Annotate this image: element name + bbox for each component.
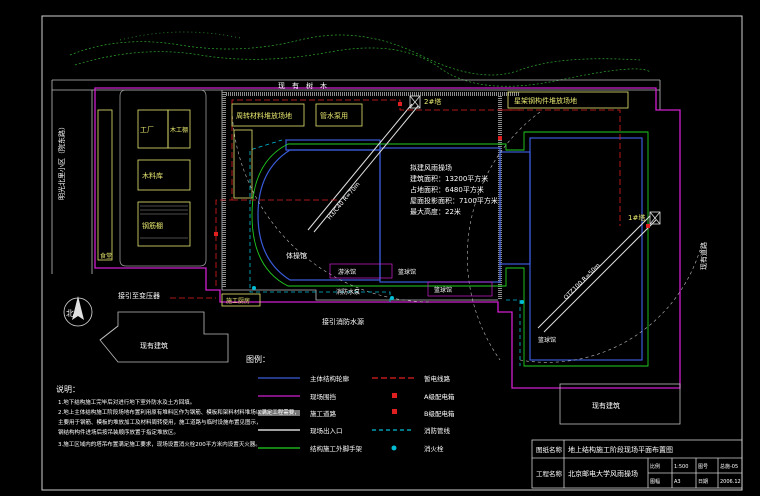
north-label: 北 [66, 309, 74, 318]
notes-title: 说明： [56, 384, 80, 394]
sports-hall-label: 体操馆 [286, 251, 307, 260]
legend-label: 消火栓 [424, 444, 444, 453]
sheet-label: 图号 [698, 464, 708, 470]
scale-value: 1:500 [674, 464, 688, 470]
crane-radius [231, 109, 701, 363]
size-value: A3 [674, 479, 681, 485]
existing-building-2-label: 现有建筑 [592, 401, 620, 410]
hydrant-markers [252, 286, 524, 304]
legend: 图例： 主体结构轮廓 暂电线路 现场围挡 A级配电箱 施工道路 B级配电箱 现场… [246, 354, 455, 453]
tower-crane-1-label: 1#塔 [628, 213, 645, 222]
existing-building-1-edge [99, 325, 119, 341]
fire-water-label: 消防水泵 [336, 288, 360, 296]
water-source-label: 接引消防水源 [322, 317, 364, 326]
title-block: 图纸名称 地上结构施工阶段现场平面布置图 工程名称 北京邮电大学风雨操场 比例 … [536, 445, 741, 485]
existing-building-1 [99, 311, 229, 363]
note-item: 主要用于钢筋、模板的堆放加工及材料周转使用，施工道路与临时设施布置见图示， [58, 418, 262, 426]
crane-jibs [307, 103, 657, 333]
drawing-name: 地上结构施工阶段现场平面布置图 [568, 445, 673, 454]
legend-title: 图例： [246, 354, 270, 364]
power-source-label: 接引至变压器 [118, 291, 160, 300]
tree-row [69, 31, 651, 87]
zone-a [329, 263, 393, 279]
project-name: 北京邮电大学风雨操场 [568, 469, 638, 478]
office-label: 施工厨房 [226, 297, 250, 305]
material-storage-box [231, 103, 305, 127]
crane-radius-1-label: QTZ100 R=50m [562, 262, 601, 301]
legend-label: A级配电箱 [424, 392, 455, 401]
project-line: 建筑面积：13200平方米 [410, 174, 488, 183]
legend-symbols [258, 377, 414, 451]
tower-crane-2 [409, 95, 421, 109]
office-box [221, 293, 261, 307]
existing-building-2 [559, 383, 681, 425]
scaffold-line [251, 131, 649, 367]
date-label: 日期 [698, 479, 708, 485]
note-item: 2.地上主体结构施工阶段场地布置利用原有堆料区作为钢筋、模板和架料材料堆场以满足… [58, 408, 300, 416]
drawing-frame [41, 15, 743, 491]
legend-label: B级配电箱 [424, 409, 455, 418]
fire-pipe [249, 139, 521, 366]
project-name-label: 工程名称 [536, 469, 563, 478]
hall-name-label: 游泳馆 [338, 268, 356, 276]
project-line: 占地面积：6480平方米 [410, 185, 484, 194]
size-label: 图幅 [650, 478, 660, 485]
shed-d-label: 钢筋棚 [142, 221, 163, 230]
legend-label: 主体结构轮廓 [310, 374, 350, 383]
pipe-area-label: 管水泵用 [320, 111, 348, 120]
shed-b-label: 木工棚 [170, 126, 188, 134]
legend-label: 消防管线 [424, 426, 451, 435]
shed-c-label: 木料库 [142, 171, 163, 180]
legend-label: 结构施工外脚手架 [310, 444, 363, 453]
notes: 说明： 1.地下结构施工完毕后对进行地下室外防水及土方回填。 2.地上主体结构施… [56, 384, 300, 448]
project-line: 最大高度：22米 [410, 207, 461, 216]
temp-sheds [97, 109, 253, 261]
legend-label: 施工道路 [310, 409, 337, 418]
note-item: 3.施工区域内的塔吊布置满足施工要求，现场设置消火栓200平方米内设置灭火器。 [58, 440, 261, 448]
zone-b [427, 281, 493, 297]
shed-e-label: 食堂 [100, 252, 112, 260]
tower-crane-1 [649, 211, 661, 225]
hall-name2-label: 篮球馆 [398, 268, 416, 276]
construction-road [222, 92, 520, 300]
gym-label: 篮球馆 [538, 336, 556, 344]
project-title: 拟建风雨操场 [410, 163, 452, 172]
note-item: 1.地下结构施工完毕后对进行地下室外防水及土方回填。 [58, 398, 195, 406]
roads [51, 79, 661, 301]
road-left-label: 明光北里小区（院东路） [57, 123, 66, 200]
pipe-storage-box [315, 103, 363, 127]
site-fence [94, 87, 681, 389]
material-area-label: 周转材料堆放场地 [236, 111, 292, 120]
steel-storage-box [507, 91, 629, 109]
steel-area-label: 星架钢构件堆放场地 [514, 96, 577, 105]
legend-label: 现场围挡 [310, 392, 336, 401]
date-value: 2006.12 [720, 479, 741, 485]
scale-label: 比例 [650, 463, 660, 470]
power-box-markers [214, 102, 650, 236]
north-arrow-icon [63, 296, 93, 327]
road-right-label: 现有道路 [699, 242, 708, 270]
sheet-value: 总施-05 [720, 463, 738, 470]
note-item: 钢结构构件进场后按吊装顺序放置于指定堆放区。 [58, 428, 179, 436]
existing-tree-label: 现 有 树 木 [278, 81, 327, 90]
legend-label: 暂电线路 [424, 374, 451, 383]
shed-hatch [140, 205, 188, 239]
shed-a-label: 工厂 [140, 126, 154, 134]
drawing-name-label: 图纸名称 [536, 445, 563, 454]
basketball-label: 篮球馆 [434, 286, 452, 294]
title-block-frame [531, 439, 743, 489]
tower-crane-2-label: 2#塔 [424, 97, 441, 106]
existing-building-1-label: 现有建筑 [140, 341, 168, 350]
project-line: 屋面投影面积：7100平方米 [410, 196, 498, 205]
legend-label: 现场出入口 [310, 426, 343, 435]
project-info: 拟建风雨操场 建筑面积：13200平方米 占地面积：6480平方米 屋面投影面积… [410, 163, 498, 216]
